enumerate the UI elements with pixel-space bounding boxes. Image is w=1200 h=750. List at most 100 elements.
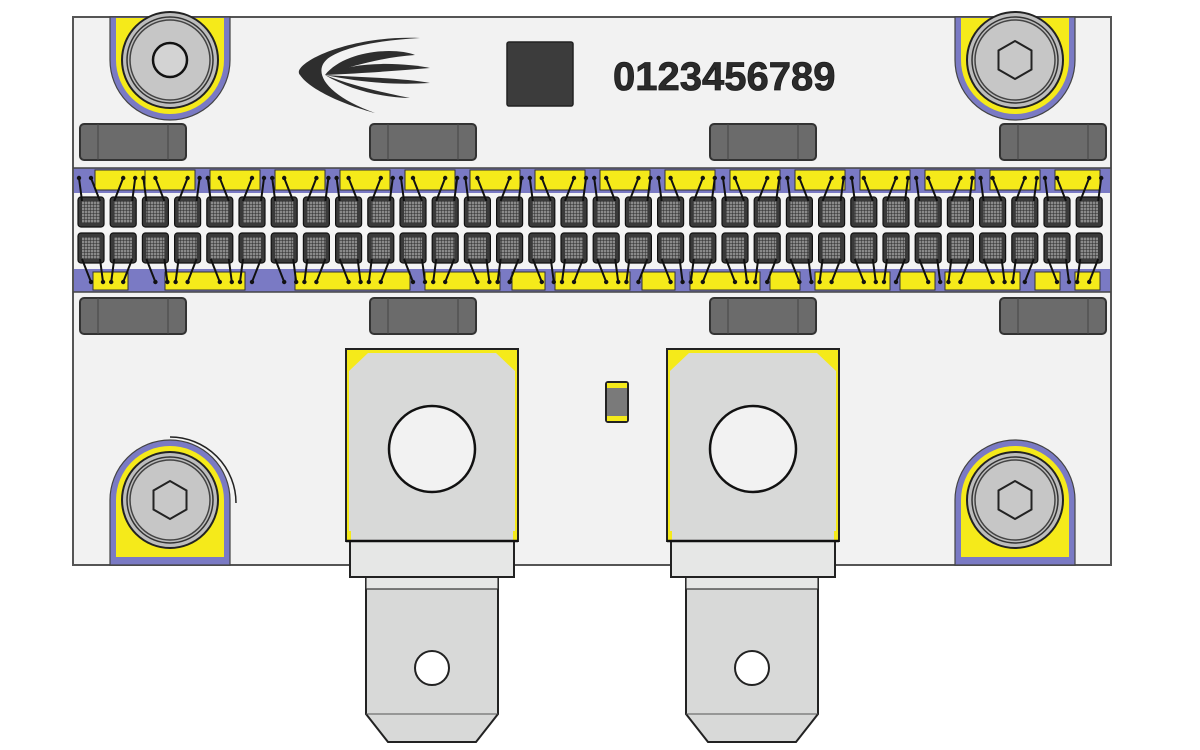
bond-wire xyxy=(821,177,845,202)
bond-wire xyxy=(789,258,813,283)
resistor xyxy=(999,123,1107,161)
resistor-row xyxy=(79,123,1107,335)
copper-pad xyxy=(339,169,391,191)
screw-bottom-left xyxy=(109,439,231,566)
bond-wire xyxy=(177,177,201,202)
bond-wire xyxy=(531,258,555,283)
hex-socket-icon xyxy=(152,479,188,521)
bond-wire xyxy=(367,258,391,283)
bond-wire xyxy=(561,258,584,283)
smd-component xyxy=(605,381,629,423)
bond-wire xyxy=(400,177,423,202)
bond-wire xyxy=(499,177,523,202)
copper-pad xyxy=(859,169,911,191)
bond-wire xyxy=(786,177,810,202)
resistor xyxy=(79,297,187,335)
bond-wire xyxy=(242,177,265,202)
logo-stroke xyxy=(298,37,420,113)
bond-wire xyxy=(660,258,684,283)
mounting-screws xyxy=(109,11,1076,566)
screw-top-left xyxy=(109,11,231,121)
terminal-right xyxy=(666,348,840,743)
bond-wire xyxy=(979,177,1003,202)
bond-wire xyxy=(818,258,842,283)
fiducial-square xyxy=(506,41,574,107)
logo-icon xyxy=(298,37,430,113)
bond-wire xyxy=(110,258,134,283)
bond-wire xyxy=(689,258,713,283)
copper-pad xyxy=(274,169,326,191)
bond-wire xyxy=(467,258,491,283)
resistor xyxy=(709,297,817,335)
bond-wire xyxy=(628,177,652,202)
bond-wire xyxy=(1076,258,1100,283)
copper-pad xyxy=(944,271,1021,291)
bond-wire xyxy=(883,258,906,283)
bond-wire xyxy=(338,258,362,283)
hex-socket-icon xyxy=(997,479,1033,521)
copper-pad xyxy=(1034,271,1061,291)
resistor xyxy=(709,123,817,161)
pad-strip xyxy=(73,167,1111,293)
bond-wire xyxy=(853,258,877,283)
bond-wire xyxy=(113,177,137,202)
bond-wire xyxy=(725,258,748,283)
bond-wire xyxy=(1014,177,1038,202)
screw-dome-icon xyxy=(151,41,189,79)
bond-wire xyxy=(81,258,104,283)
bond-wire xyxy=(78,177,101,202)
bond-wire xyxy=(692,177,716,202)
bond-wire xyxy=(915,177,939,202)
resistor xyxy=(999,297,1107,335)
copper-pad xyxy=(294,271,411,291)
resistor xyxy=(369,297,477,335)
bond-wire xyxy=(564,177,587,202)
bond-wire xyxy=(1044,177,1067,202)
bond-wire xyxy=(722,177,745,202)
bond-wire xyxy=(947,258,971,283)
part-marking-text: 0123456789 xyxy=(613,55,835,99)
terminal-collar xyxy=(349,540,515,578)
blade-hole-icon xyxy=(734,650,770,686)
screw-top-right xyxy=(954,11,1076,121)
bond-wire xyxy=(435,177,459,202)
copper-pad xyxy=(641,271,676,291)
bond-wire xyxy=(432,258,456,283)
terminal-left xyxy=(345,348,519,743)
smd-capacitor xyxy=(605,381,629,423)
bond-wire xyxy=(271,177,295,202)
bond-wire xyxy=(918,258,942,283)
bond-wire xyxy=(306,177,330,202)
bond-wire xyxy=(174,258,198,283)
copper-pad xyxy=(164,271,246,291)
bond-wire xyxy=(464,177,488,202)
copper-pad xyxy=(794,169,846,191)
bond-wire xyxy=(950,177,974,202)
hex-socket-icon xyxy=(997,39,1033,81)
bond-wire xyxy=(1011,258,1035,283)
bond-wire xyxy=(757,177,781,202)
copper-pad xyxy=(814,271,891,291)
bond-wire xyxy=(370,177,394,202)
bond-wire xyxy=(145,258,169,283)
blade-hole-icon xyxy=(414,650,450,686)
logo-stroke xyxy=(325,51,415,75)
copper-pad xyxy=(511,271,546,291)
bond-wire xyxy=(850,177,874,202)
bond-wire xyxy=(886,177,909,202)
copper-pad xyxy=(1054,169,1101,191)
bond-wire xyxy=(303,258,327,283)
terminal-collar xyxy=(670,540,836,578)
bond-wire xyxy=(403,258,426,283)
terminal-hole-icon xyxy=(387,404,477,494)
screw-bottom-right xyxy=(954,439,1076,566)
bond-wire xyxy=(528,177,552,202)
bond-wire xyxy=(1047,258,1070,283)
bond-wire xyxy=(982,258,1006,283)
resistor xyxy=(79,123,187,161)
bond-wire xyxy=(209,258,233,283)
bond-wire xyxy=(335,177,359,202)
resistor xyxy=(369,123,477,161)
